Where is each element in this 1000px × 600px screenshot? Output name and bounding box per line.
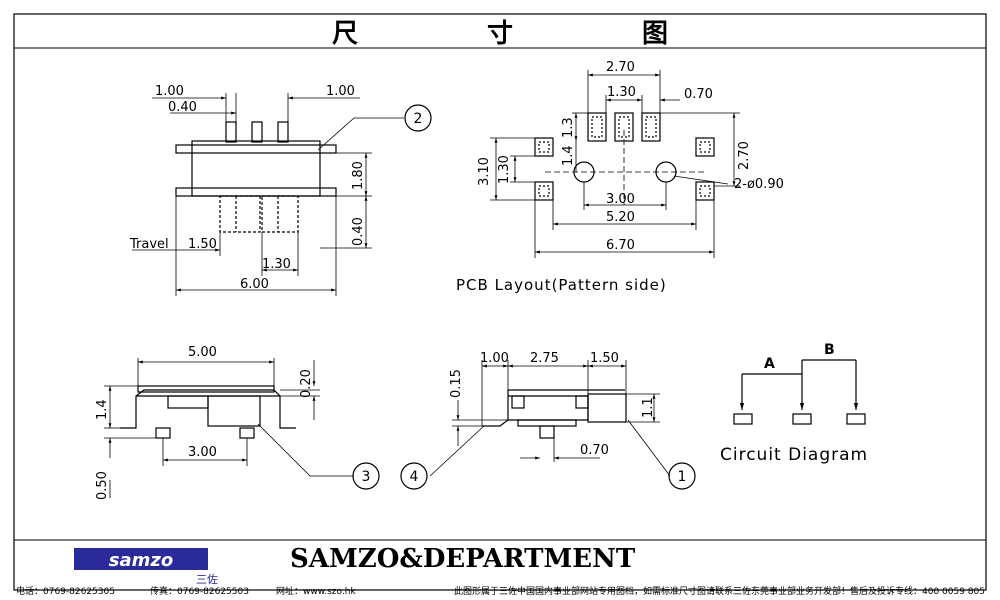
dim-top-8: 6.00 [240,277,269,292]
circuit-caption: Circuit Diagram [720,445,868,465]
footer-fax: 传真：0769-82625503 [150,587,249,597]
pcb-layout [534,112,715,205]
dim-pcb-10: 3.00 [606,192,635,207]
company-name: SAMZO&DEPARTMENT [290,544,636,574]
balloon-3 [352,462,380,490]
balloon-1-label: 1 [678,469,687,485]
dim-front-2: 0.20 [299,369,314,398]
side-view [482,389,627,439]
dim-side-3: 1.50 [590,351,619,366]
dim-front-1: 5.00 [188,345,217,360]
page-title: 尺 寸 图 [331,18,729,49]
circuit-label-a: A [764,356,775,372]
dim-pcb-2: 1.30 [607,85,636,100]
dim-top-5: 0.40 [351,217,366,246]
dim-top-4: 1.80 [351,161,366,190]
dim-pcb-11: 5.20 [606,210,635,225]
dim-top-3: 1.00 [326,84,355,99]
sheet-border [13,13,987,591]
side-view-labels: 1.00 2.75 1.50 0.15 1.1 0.70 4 1 [410,351,687,485]
logo-text: samzo [109,550,173,571]
dim-pcb-4: 1.3 [561,117,576,138]
dim-pcb-5: 2.70 [737,141,752,170]
dim-pcb-8: 1.4 [561,145,576,166]
front-view-labels: 5.00 0.20 1.4 3.00 0.50 3 [95,345,370,500]
balloon-3-label: 3 [362,469,371,485]
dim-pcb-12: 6.70 [606,238,635,253]
circuit-diagram [733,359,866,425]
dim-side-6: 0.70 [580,443,609,458]
travel-label: Travel [129,237,169,252]
dim-front-3: 1.4 [95,399,110,420]
dim-top-6: 1.50 [188,237,217,252]
footer-web: 网址：www.szo.hk [276,587,356,597]
dim-side-5: 1.1 [641,397,656,418]
balloon-4 [400,462,428,490]
dim-pcb-9: 2-ø0.90 [734,177,784,192]
circuit-label-b: B [824,342,835,358]
dim-pcb-6: 3.10 [477,157,492,186]
balloon-2 [404,104,432,132]
balloon-1 [668,462,696,490]
footer-phone: 电话：0769-82625305 [16,587,115,597]
top-view-labels: 1.00 0.40 1.00 1.80 0.40 Travel 1.50 1.3… [129,84,422,292]
circuit-labels: A B Circuit Diagram [720,342,868,465]
top-view [175,121,337,233]
dim-side-1: 1.00 [480,351,509,366]
dim-top-1: 1.00 [155,84,184,99]
dim-top-7: 1.30 [262,257,291,272]
samzo-logo: samzo 三佐 [74,548,218,586]
dim-side-2: 2.75 [530,351,559,366]
logo-sub: 三佐 [196,572,218,586]
dim-pcb-3: 0.70 [684,87,713,102]
pcb-caption: PCB Layout(Pattern side) [456,276,667,294]
dim-front-5: 0.50 [95,471,110,500]
title-bar: 尺 寸 图 [14,14,986,49]
balloon-4-label: 4 [410,469,419,485]
dim-side-4: 0.15 [449,369,464,398]
dim-front-4: 3.00 [188,445,217,460]
footer-notice: 此图形属于三佐中国国内事业部网站专用图档，如需标准尺寸图请联系三佐东莞事业部业务… [454,587,985,597]
dim-pcb-7: 1.30 [497,155,512,184]
balloon-2-label: 2 [414,111,423,127]
dim-top-2: 0.40 [168,100,197,115]
pcb-labels: 2.70 1.30 0.70 1.3 2.70 3.10 1.30 1.4 2-… [456,60,784,294]
dim-pcb-1: 2.70 [606,60,635,75]
front-view [120,385,296,439]
